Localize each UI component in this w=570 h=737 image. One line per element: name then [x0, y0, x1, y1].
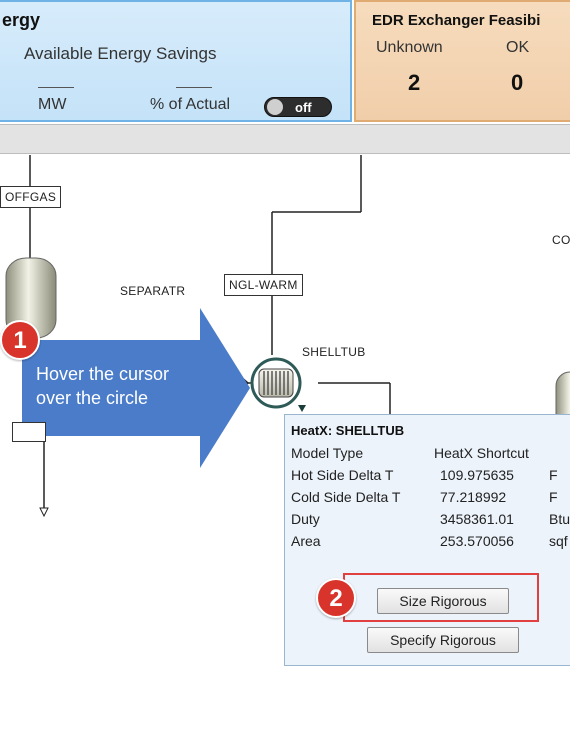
row-label: Hot Side Delta T	[291, 467, 394, 483]
step-2-badge: 2	[316, 578, 356, 618]
pct-of-actual-label: % of Actual	[150, 96, 231, 113]
toolbar-separator	[0, 124, 570, 154]
callout-arrow-shape	[22, 308, 250, 468]
tooltip-header: HeatX: SHELLTUB	[291, 423, 405, 438]
step-1-badge: 1	[0, 320, 40, 360]
energy-analysis-toggle[interactable]: off	[264, 97, 332, 117]
edr-unknown-count[interactable]: 2	[408, 70, 421, 95]
row-label: Duty	[291, 511, 320, 527]
toggle-knob	[267, 99, 283, 115]
row-value: HeatX Shortcut	[434, 445, 529, 461]
edr-panel-title: EDR Exchanger Feasibi	[372, 12, 541, 29]
flowsheet-canvas[interactable]	[0, 155, 570, 737]
row-value: 253.570056	[440, 533, 514, 549]
block-label-co[interactable]: CO	[552, 233, 570, 247]
callout-instruction: Hover the cursor over the circle	[36, 362, 169, 410]
row-value: 3458361.01	[440, 511, 514, 527]
stream-label-partial[interactable]	[12, 422, 46, 442]
row-unit: F	[549, 467, 558, 483]
toggle-label: off	[295, 100, 312, 115]
edr-unknown-label: Unknown	[376, 39, 443, 56]
mw-unit-label: MW	[38, 96, 67, 113]
row-label: Area	[291, 533, 321, 549]
row-unit: Btu	[549, 511, 570, 527]
callout-line-1: Hover the cursor	[36, 364, 170, 384]
row-label: Cold Side Delta T	[291, 489, 401, 505]
heatx-tooltip: HeatX: SHELLTUB Model Type HeatX Shortcu…	[284, 414, 570, 666]
row-value: 77.218992	[440, 489, 507, 505]
mw-value-placeholder	[38, 87, 74, 88]
callout-line-2: over the circle	[36, 388, 149, 408]
row-label: Model Type	[291, 445, 364, 461]
block-label-separatr[interactable]: SEPARATR	[120, 284, 186, 298]
edr-feasibility-panel: EDR Exchanger Feasibi Unknown OK 2 0	[354, 0, 570, 122]
pct-value-placeholder	[176, 87, 212, 88]
tooltip-pointer-icon	[298, 405, 306, 412]
energy-panel: ergy Available Energy Savings MW % of Ac…	[0, 0, 352, 122]
energy-panel-title: ergy	[2, 10, 41, 30]
stream-label-nglwarm[interactable]: NGL-WARM	[224, 274, 303, 296]
row-unit: F	[549, 489, 558, 505]
stream-label-offgas[interactable]: OFFGAS	[0, 186, 62, 208]
stream-end-arrow-icon	[39, 507, 49, 518]
specify-rigorous-button[interactable]: Specify Rigorous	[367, 627, 519, 653]
row-value: 109.975635	[440, 467, 514, 483]
edr-ok-label: OK	[506, 39, 530, 56]
edr-ok-count[interactable]: 0	[511, 70, 524, 95]
row-unit: sqf	[549, 533, 568, 549]
available-energy-savings-label: Available Energy Savings	[24, 44, 217, 63]
block-label-shelltub[interactable]: SHELLTUB	[302, 345, 366, 359]
size-rigorous-button[interactable]: Size Rigorous	[377, 588, 509, 614]
size-rigorous-highlight	[343, 573, 539, 622]
